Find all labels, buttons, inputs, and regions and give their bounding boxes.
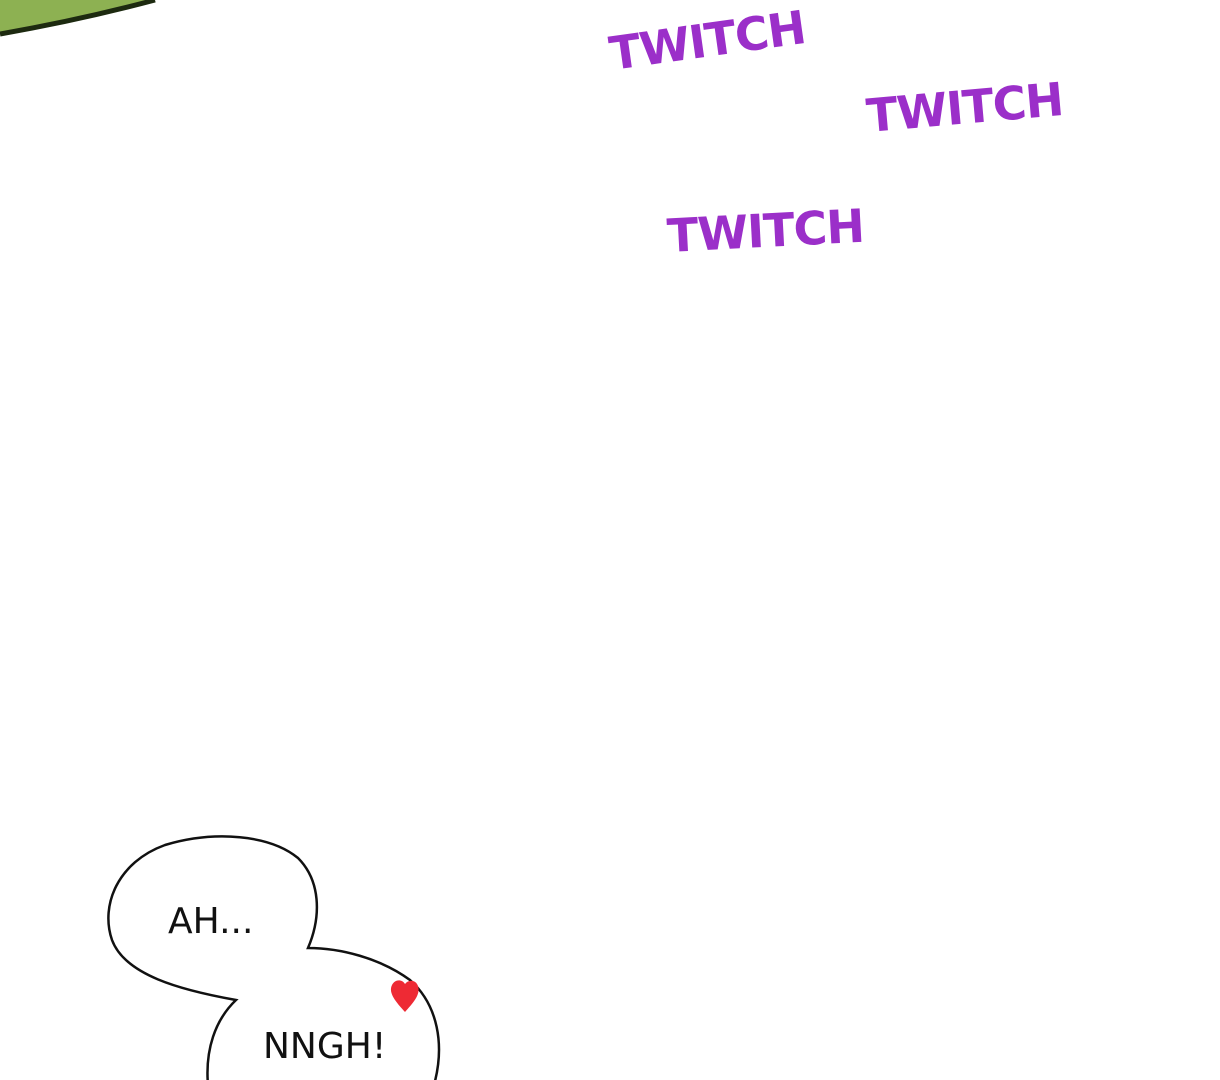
sfx-twitch-3: TWITCH — [666, 199, 865, 263]
speech-bubble-outline — [107, 835, 441, 1080]
speech-bubble-group: AH... NNGH! — [107, 835, 441, 1080]
sfx-twitch-1: TWITCH — [606, 0, 808, 81]
sfx-twitch-2: TWITCH — [864, 72, 1065, 143]
heart-icon — [390, 980, 419, 1012]
green-corner-object — [0, 0, 156, 37]
speech-text-nngh: NNGH! — [263, 1026, 386, 1067]
speech-text-ah: AH... — [168, 901, 253, 942]
